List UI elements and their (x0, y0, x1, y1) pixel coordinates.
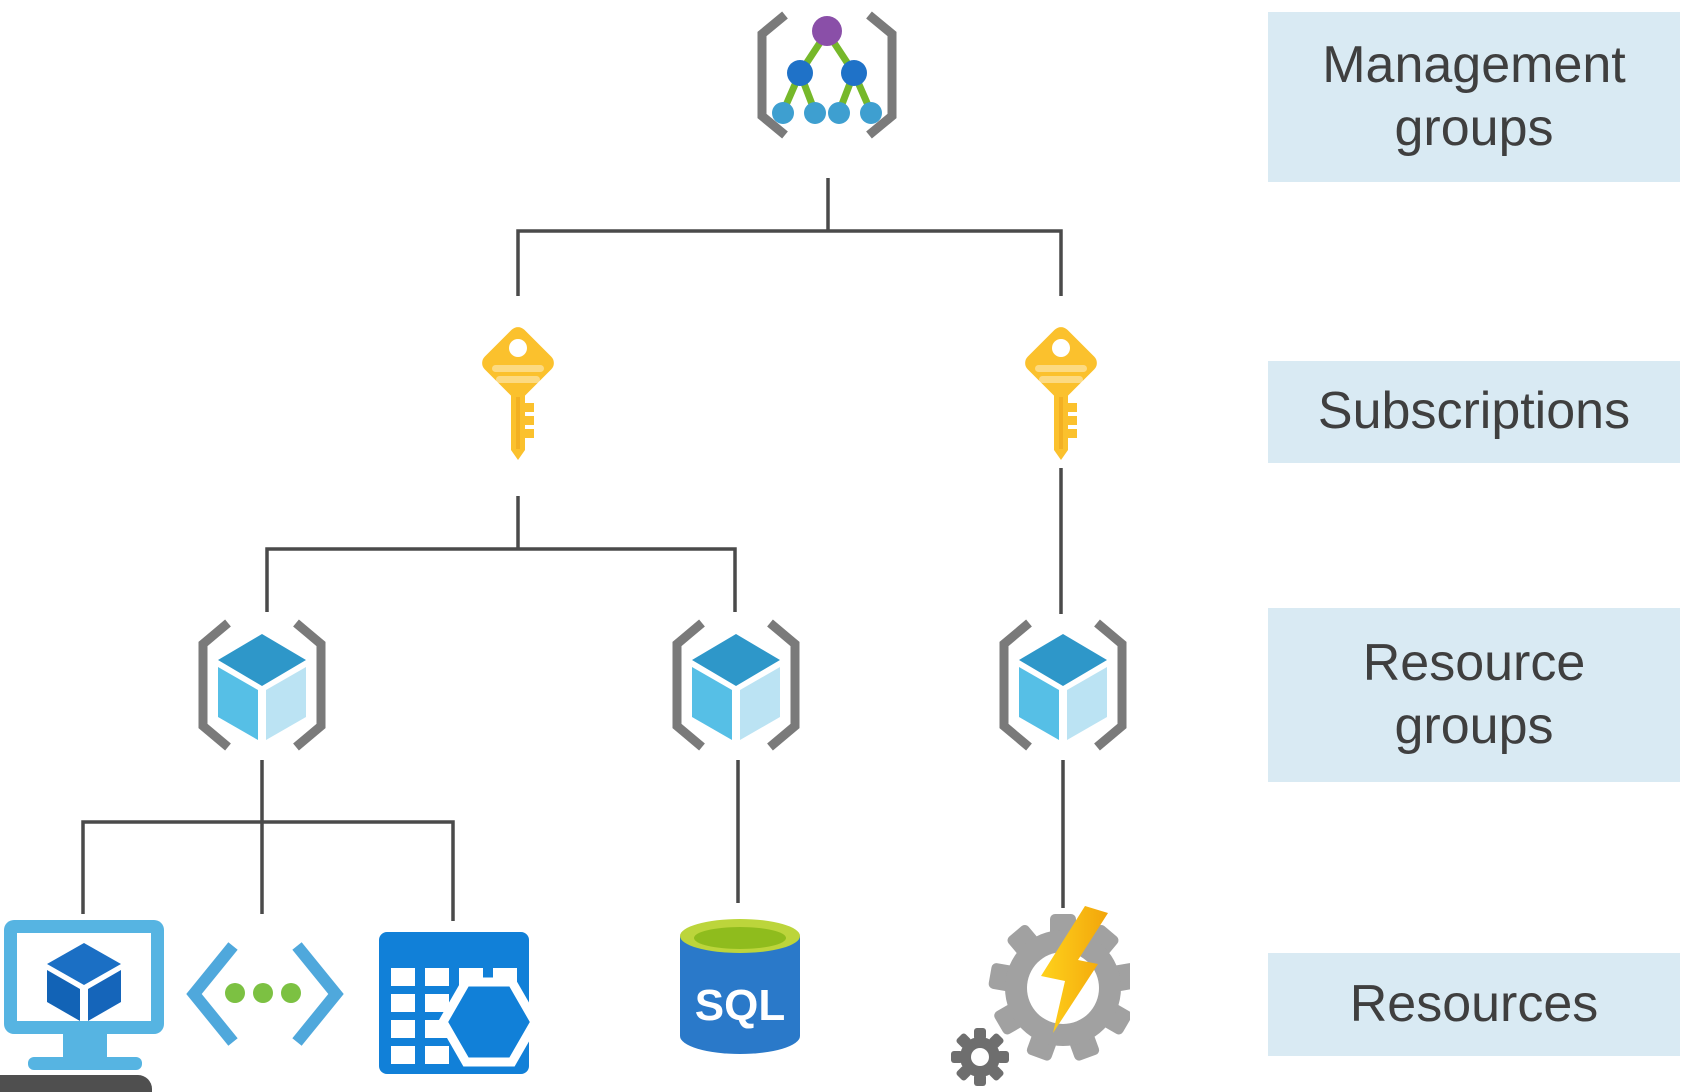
connector-sub1-to-rgs (265, 547, 737, 612)
connector-mg-to-subscriptions (516, 229, 1063, 296)
vm-cube-right (88, 970, 121, 1021)
label-subscriptions: Subscriptions (1268, 361, 1680, 463)
tree-leaf-node (804, 102, 826, 124)
resource-group-icon (188, 618, 336, 752)
virtual-machine-icon (0, 918, 170, 1070)
tree-leaf-node (828, 102, 850, 124)
management-group-icon (747, 10, 907, 140)
cube-top (218, 634, 306, 686)
bracket-right (866, 11, 897, 139)
code-dot (281, 983, 301, 1003)
gear-large (988, 914, 1130, 1061)
gear-small (951, 1028, 1009, 1086)
code-app-icon (185, 940, 345, 1048)
resource-group-icon (989, 618, 1137, 752)
label-resource-groups: Resource groups (1268, 608, 1680, 782)
subscription-key-icon (1015, 323, 1107, 465)
label-resources: Resources (1268, 953, 1680, 1056)
automation-gears-icon (910, 902, 1130, 1092)
connector-rg1-to-resources (81, 820, 455, 921)
monitor-base (28, 1057, 142, 1070)
storage-hexagon (437, 977, 541, 1067)
label-management-groups-text: Management groups (1322, 35, 1626, 157)
vm-cube-left (47, 970, 80, 1021)
label-resource-groups-text: Resource groups (1362, 633, 1586, 755)
lightning-icon (1041, 906, 1108, 1033)
sql-label: SQL (695, 981, 785, 1030)
bracket-left (757, 11, 788, 139)
code-dot (225, 983, 245, 1003)
tree-mid-node (841, 60, 867, 86)
subscription-key-icon (472, 323, 564, 465)
cube-left (218, 667, 258, 740)
tree-mid-node (787, 60, 813, 86)
tree-leaf-node (772, 102, 794, 124)
window-corner-fragment (0, 1075, 152, 1092)
bracket-left (198, 619, 231, 751)
monitor-neck (63, 1034, 107, 1057)
label-resources-text: Resources (1349, 974, 1599, 1033)
cylinder-body (680, 936, 800, 1054)
sql-database-icon: SQL (675, 912, 805, 1064)
resource-group-icon (662, 618, 810, 752)
chevron-left (186, 942, 238, 1046)
tree-leaf-node (860, 102, 882, 124)
chevron-right (292, 942, 344, 1046)
bracket-right (293, 619, 326, 751)
cylinder-top (694, 927, 786, 949)
cube-right (266, 667, 306, 740)
tree-root-node (812, 16, 842, 46)
vm-cube-top (47, 943, 121, 985)
table-storage-icon (373, 928, 541, 1078)
label-management-groups: Management groups (1268, 12, 1680, 182)
label-subscriptions-text: Subscriptions (1317, 382, 1631, 441)
code-dot (253, 983, 273, 1003)
